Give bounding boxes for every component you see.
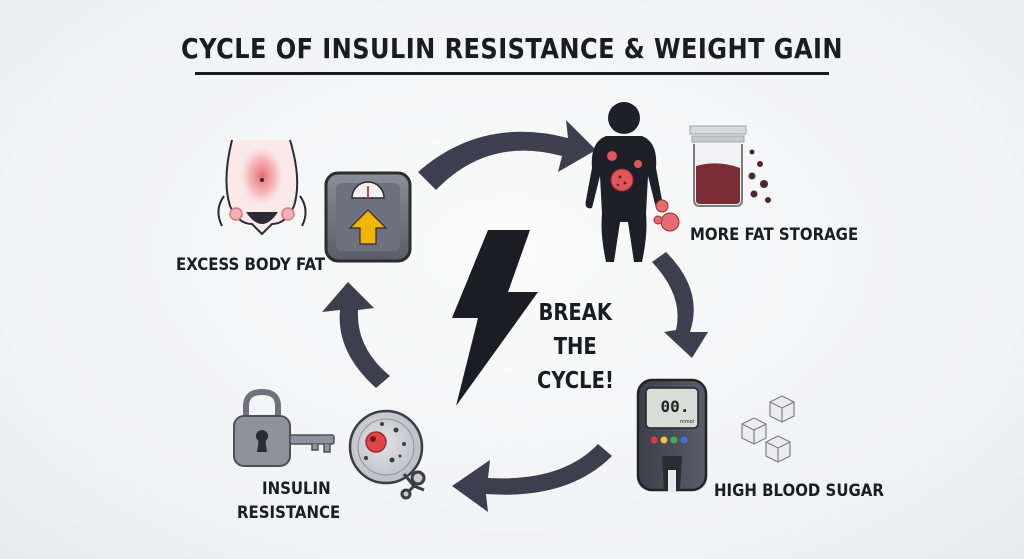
bathroom-scale-icon [324, 171, 412, 263]
cycle-arrow-top [418, 120, 596, 190]
center-label-line2: THE [553, 334, 597, 360]
center-label-line1: BREAK [538, 300, 613, 326]
title-underline [195, 72, 829, 75]
cycle-arrow-bottom [452, 444, 612, 512]
stage-label-high-blood-sugar: HIGH BLOOD SUGAR [714, 481, 884, 501]
glucose-meter-icon [636, 378, 708, 492]
fat-beaker-icon [689, 125, 771, 207]
sugar-cubes-icon [741, 395, 795, 463]
meter-unit: mmol [680, 419, 694, 425]
stage-label-more-fat-storage: MORE FAT STORAGE [690, 225, 859, 245]
diagram-title: CYCLE OF INSULIN RESISTANCE & WEIGHT GAI… [181, 32, 843, 65]
stage-label-insulin: INSULIN [262, 479, 331, 499]
lightning-bolt-icon [452, 230, 538, 406]
body-silhouette-icon [585, 102, 680, 262]
meter-reading: 00. [661, 397, 690, 416]
belly-fat-icon [217, 139, 307, 236]
break-the-cycle-label: BREAK THE CYCLE! [537, 296, 614, 398]
stage-label-excess-body-fat: EXCESS BODY FAT [176, 255, 326, 275]
cycle-arrow-left [322, 282, 390, 388]
lock-key-icon [233, 388, 335, 467]
cell-receptor-icon [348, 409, 426, 500]
stage-label-resistance: RESISTANCE [237, 503, 341, 523]
cycle-arrow-right [652, 252, 708, 358]
center-label-line3: CYCLE! [537, 368, 614, 394]
